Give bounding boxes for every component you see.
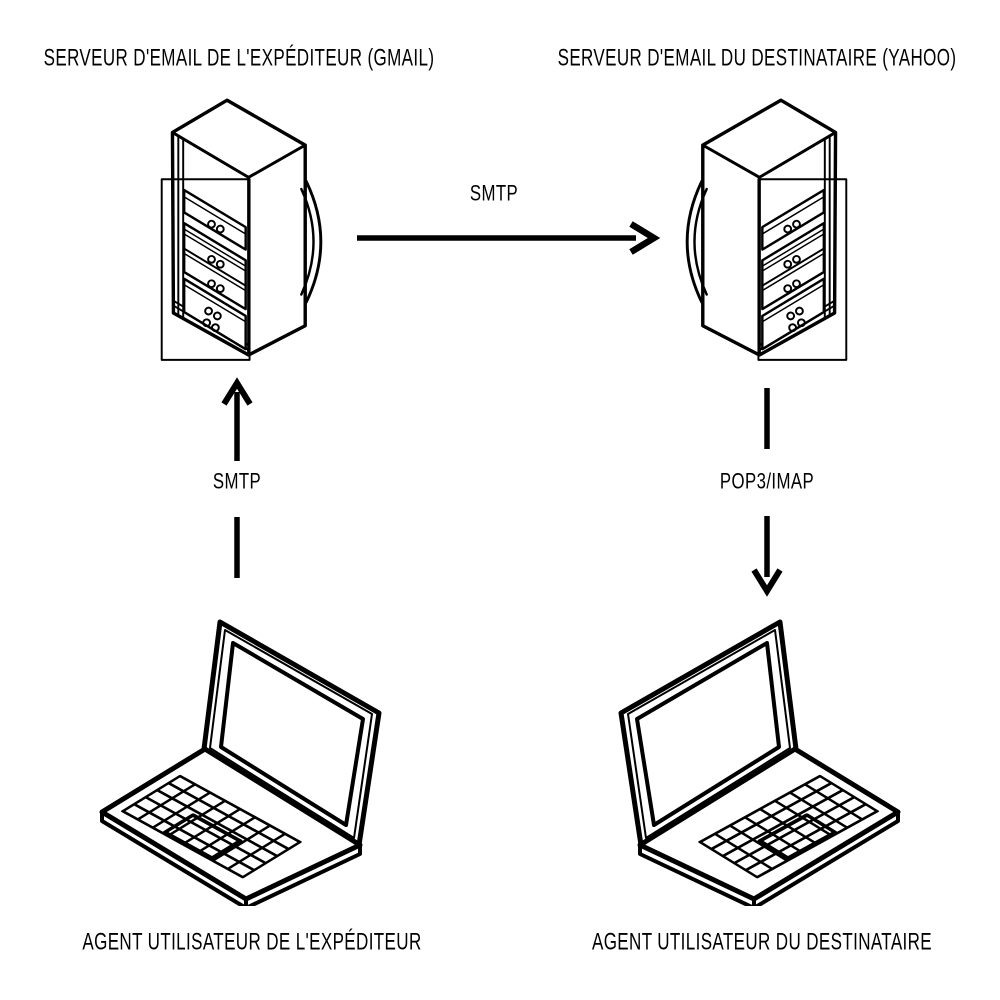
sender-server-label-text: SERVEUR D'EMAIL DE L'EXPÉDITEUR (GMAIL) [43, 43, 435, 71]
smtp-server-to-server-arrow [357, 221, 661, 255]
sender-agent-label-text: AGENT UTILISATEUR DE L'EXPÉDITEUR [82, 927, 422, 955]
sender-server-label: SERVEUR D'EMAIL DE L'EXPÉDITEUR (GMAIL) [0, 43, 503, 71]
arrowhead-down-icon [751, 568, 783, 597]
pop3-imap-server-to-agent-arrow [751, 388, 783, 597]
smtp-horizontal-edge-label: SMTP [464, 181, 524, 206]
recipient-server-label-text: SERVEUR D'EMAIL DU DESTINATAIRE (YAHOO) [557, 43, 957, 71]
recipient-server-label: SERVEUR D'EMAIL DU DESTINATAIRE (YAHOO) [488, 43, 1000, 71]
smtp-vertical-edge-label-text: SMTP [212, 469, 262, 494]
recipient-agent-label-text: AGENT UTILISATEUR DU DESTINATAIRE [591, 927, 933, 955]
recipient-agent-label: AGENT UTILISATEUR DU DESTINATAIRE [532, 927, 992, 955]
smtp-horizontal-edge-label-text: SMTP [469, 181, 519, 206]
arrowhead-up-icon [221, 377, 253, 406]
arrowhead-right-icon [629, 221, 661, 255]
sender-agent-label: AGENT UTILISATEUR DE L'EXPÉDITEUR [23, 927, 481, 955]
smtp-agent-to-server-arrow [221, 377, 253, 578]
smtp-vertical-edge-label: SMTP [207, 469, 267, 494]
pop3-imap-edge-label: POP3/IMAP [708, 469, 826, 494]
pop3-imap-edge-label-text: POP3/IMAP [719, 469, 815, 494]
